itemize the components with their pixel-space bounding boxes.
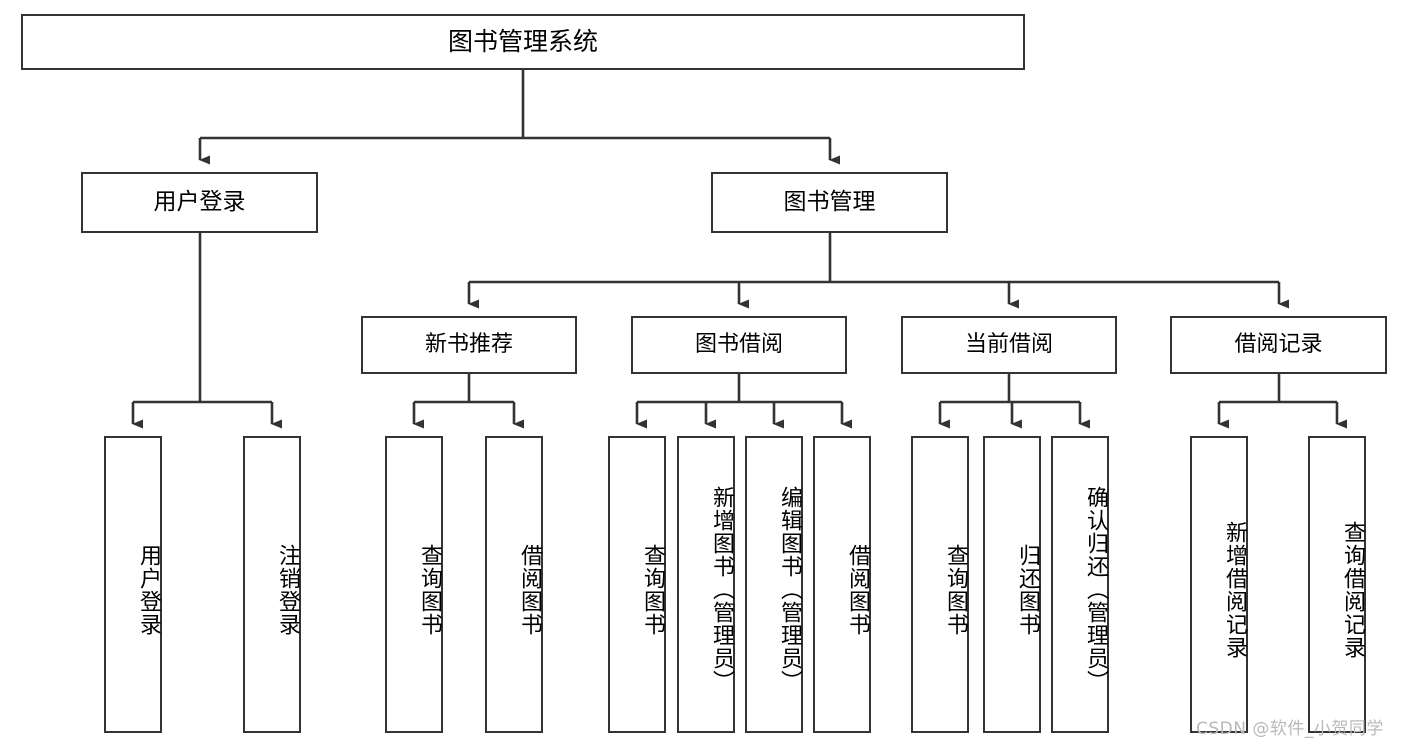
node-leaf-borrow-book-2[interactable]: 借阅图书 xyxy=(813,436,871,733)
node-leaf-query-book-2[interactable]: 查询图书 xyxy=(608,436,666,733)
node-label: 注销登录 xyxy=(275,543,300,636)
node-book-borrowing[interactable]: 图书借阅 xyxy=(631,316,847,374)
node-borrowing-record[interactable]: 借阅记录 xyxy=(1170,316,1387,374)
node-leaf-confirm-return-admin[interactable]: 确认归还（管理员） xyxy=(1051,436,1109,733)
node-label: 确认归还（管理员） xyxy=(1083,486,1108,693)
csdn-watermark: CSDN @软件_小贺同学 xyxy=(1196,719,1384,739)
node-leaf-logout[interactable]: 注销登录 xyxy=(243,436,301,733)
node-leaf-query-borrow-record[interactable]: 查询借阅记录 xyxy=(1308,436,1366,733)
node-label: 查询图书 xyxy=(417,543,442,636)
node-label: 借阅记录 xyxy=(1234,332,1323,358)
node-label: 图书管理 xyxy=(783,188,876,215)
node-leaf-user-login[interactable]: 用户登录 xyxy=(104,436,162,733)
node-label: 用户登录 xyxy=(153,188,246,215)
node-label: 新书推荐 xyxy=(424,332,513,358)
node-root-book-management-system[interactable]: 图书管理系统 xyxy=(21,14,1025,70)
node-book-management[interactable]: 图书管理 xyxy=(711,172,948,233)
node-leaf-query-book-3[interactable]: 查询图书 xyxy=(911,436,969,733)
node-new-book-recommendation[interactable]: 新书推荐 xyxy=(361,316,577,374)
node-label: 用户登录 xyxy=(136,543,161,636)
node-leaf-edit-book-admin[interactable]: 编辑图书（管理员） xyxy=(745,436,803,733)
node-current-borrowing[interactable]: 当前借阅 xyxy=(901,316,1117,374)
node-label: 图书借阅 xyxy=(694,332,783,358)
node-leaf-add-book-admin[interactable]: 新增图书（管理员） xyxy=(677,436,735,733)
node-leaf-borrow-book-1[interactable]: 借阅图书 xyxy=(485,436,543,733)
node-label: 查询借阅记录 xyxy=(1340,520,1365,659)
node-leaf-return-book[interactable]: 归还图书 xyxy=(983,436,1041,733)
node-label: 编辑图书（管理员） xyxy=(777,486,802,693)
node-label: 新增借阅记录 xyxy=(1222,520,1247,659)
node-label: 查询图书 xyxy=(640,543,665,636)
node-user-login[interactable]: 用户登录 xyxy=(81,172,318,233)
node-label: 借阅图书 xyxy=(845,543,870,636)
node-label: 当前借阅 xyxy=(964,332,1053,358)
node-leaf-query-book-1[interactable]: 查询图书 xyxy=(385,436,443,733)
node-label: 归还图书 xyxy=(1015,543,1040,636)
node-leaf-add-borrow-record[interactable]: 新增借阅记录 xyxy=(1190,436,1248,733)
node-label: 查询图书 xyxy=(943,543,968,636)
node-label: 新增图书（管理员） xyxy=(709,486,734,693)
node-label: 图书管理系统 xyxy=(447,27,598,57)
node-label: 借阅图书 xyxy=(517,543,542,636)
